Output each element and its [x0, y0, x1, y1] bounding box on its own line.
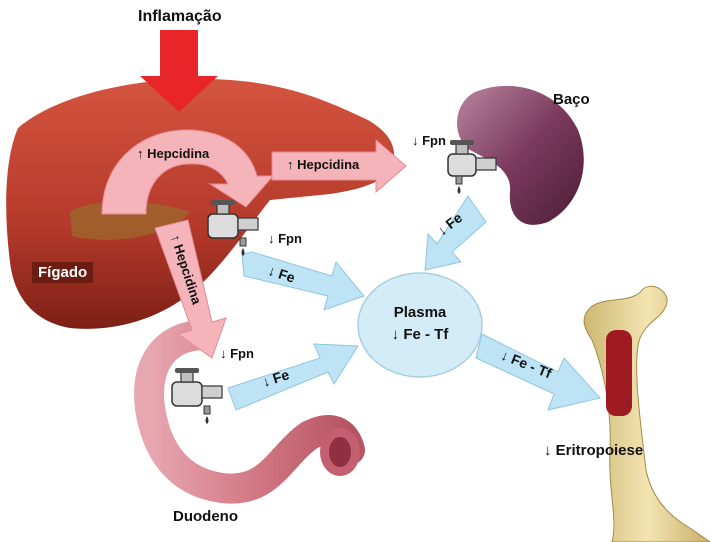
- fe-arrow-liver: [242, 252, 364, 310]
- fe-arrow-spleen: [425, 196, 486, 270]
- fpn-spleen-label: ↓ Fpn: [412, 133, 446, 148]
- duodenum-label: Duodeno: [173, 508, 238, 525]
- plasma-title: Plasma: [372, 304, 468, 321]
- erythropoiesis-label: ↓ Eritropoiese: [544, 442, 643, 459]
- liver-label: Fígado: [32, 262, 93, 283]
- duodenum-opening: [329, 437, 351, 467]
- fpn-liver-label: ↓ Fpn: [268, 231, 302, 246]
- plasma-circle: [358, 273, 482, 377]
- inflammation-title: Inflamação: [138, 8, 222, 26]
- hepcidin-arc-label: ↑ Hepcidina: [137, 146, 209, 161]
- spleen-label: Baço: [553, 91, 590, 108]
- plasma-subtitle: ↓ Fe - Tf: [372, 326, 468, 343]
- faucet-icon: [172, 368, 222, 424]
- hepcidin-spleen-label: ↑ Hepcidina: [287, 157, 359, 172]
- fpn-duodenum-label: ↓ Fpn: [220, 346, 254, 361]
- femur-bone: [584, 286, 710, 542]
- bone-marrow: [606, 330, 632, 416]
